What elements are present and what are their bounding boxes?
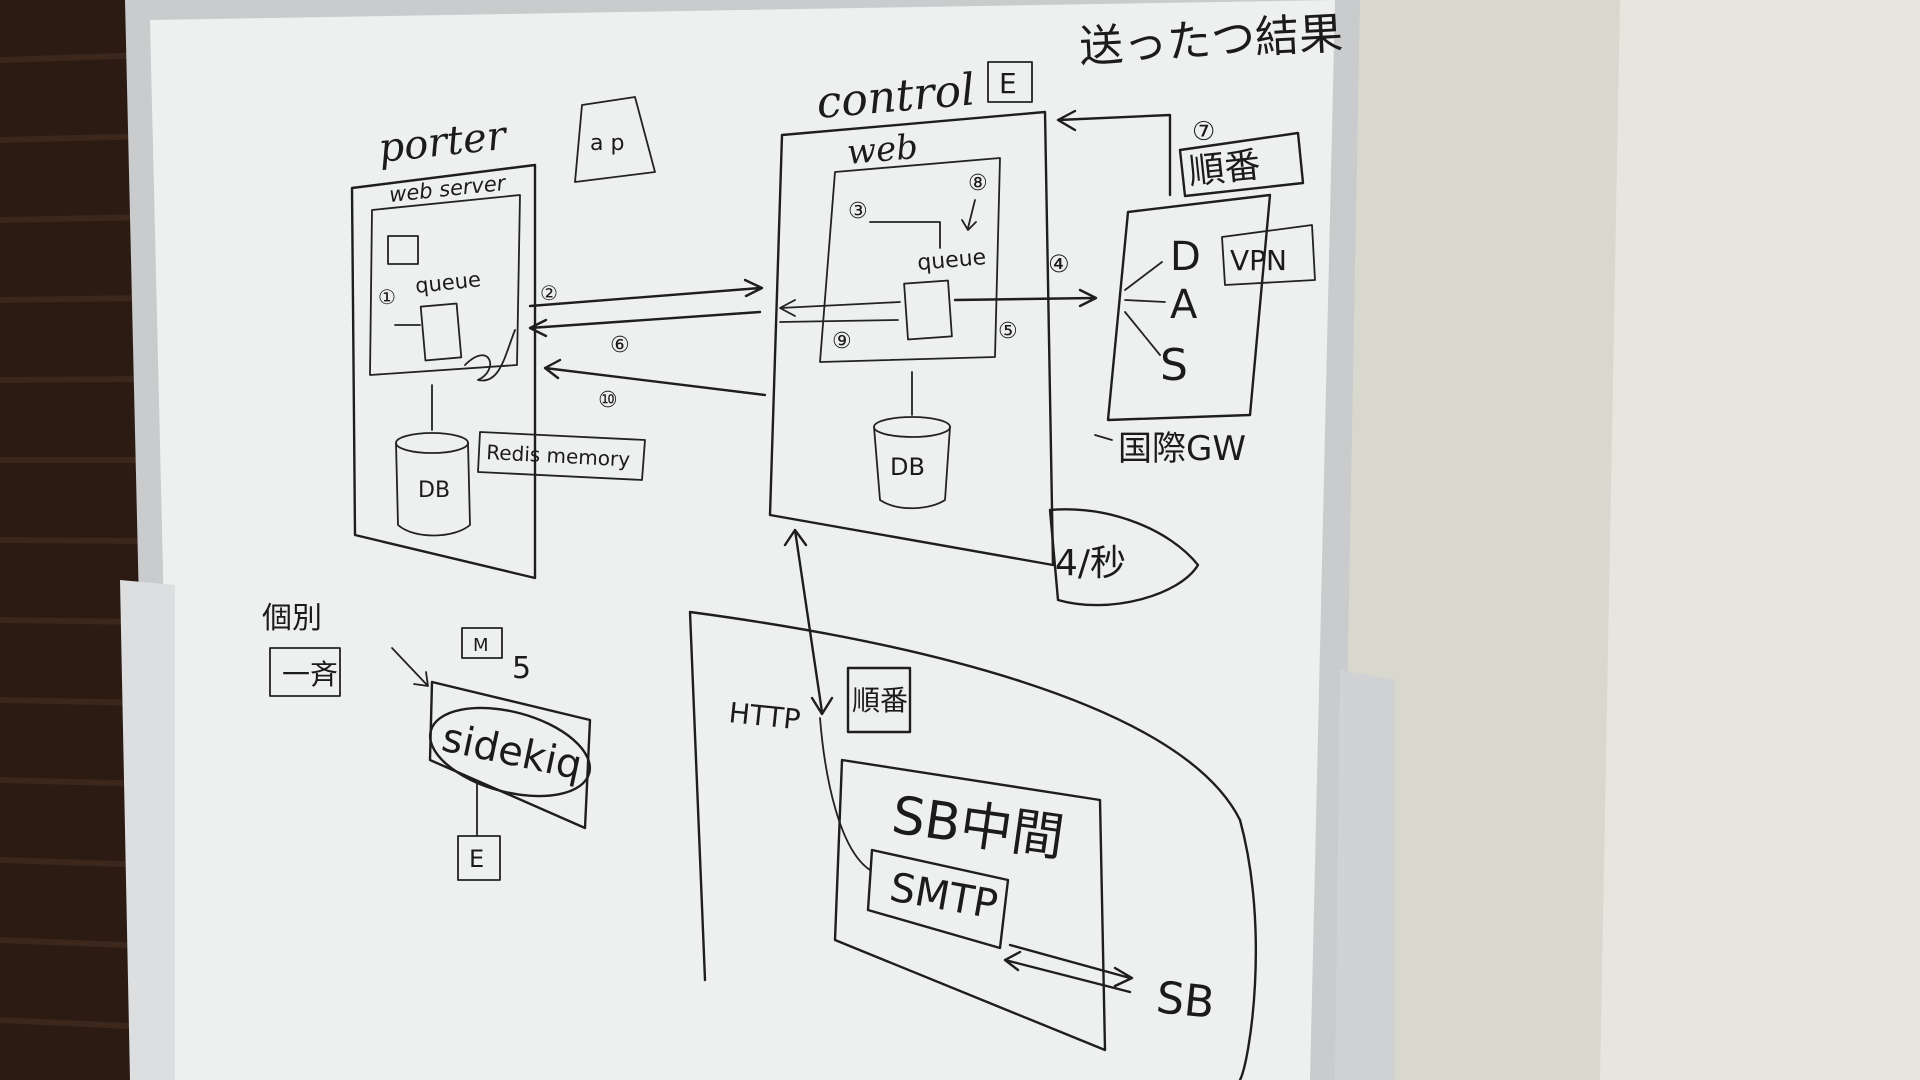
wall-lit — [1600, 0, 1920, 1080]
vpn-label: VPN — [1230, 244, 1287, 277]
order-box-right — [1178, 131, 1305, 198]
porter-db-body — [395, 442, 471, 537]
porter-small-icon — [387, 235, 419, 265]
porter-step-1: ① — [378, 285, 396, 309]
sidekiq-small-box — [461, 627, 503, 659]
per-second-label: 4/秒 — [1055, 543, 1126, 584]
per-second-shape — [1048, 508, 1200, 607]
bulk-box — [269, 647, 341, 697]
porter-db-label: DB — [418, 478, 450, 503]
control-e-box — [987, 61, 1033, 103]
control-web-box — [819, 157, 1001, 363]
gateway-pointer — [1094, 434, 1113, 441]
step-2-label: ② — [540, 281, 558, 305]
control-queue-doc — [903, 279, 953, 341]
gateway-arrows — [1124, 261, 1166, 356]
sidekiq-oval — [428, 706, 592, 798]
control-step-3: ③ — [848, 199, 868, 224]
vpn-box — [1221, 224, 1316, 286]
smtp-sb-arrows — [1003, 943, 1134, 994]
control-step-5: ⑤ — [998, 319, 1018, 344]
porter-box — [350, 163, 537, 580]
gateway-a: A — [1170, 282, 1198, 328]
porter-squiggle — [464, 329, 516, 382]
sidekiq-e-box — [457, 835, 501, 881]
board-surface — [150, 0, 1335, 1080]
order-label-bottom: 順番 — [852, 684, 908, 717]
sidekiq-five: 5 — [512, 651, 531, 686]
web-server-box — [369, 194, 521, 376]
arrow-step-10 — [543, 358, 767, 397]
control-arrow-8 — [961, 199, 977, 231]
control-arrow-3 — [869, 221, 941, 249]
control-box — [768, 110, 1055, 567]
gateway-d: D — [1170, 234, 1201, 280]
http-arrow — [783, 528, 834, 716]
sidekiq-small-box-label: M — [473, 635, 489, 656]
sb-middle-box — [833, 758, 1107, 1052]
gateway-step-7: ⑦ — [1192, 117, 1215, 147]
board-left-stand — [120, 580, 175, 1080]
gateway-box — [1106, 193, 1272, 422]
control-internal-arrows — [779, 299, 901, 323]
top-cylinder — [574, 96, 656, 183]
step-10-label: ⑩ — [598, 388, 618, 413]
control-step-8: ⑧ — [968, 171, 988, 196]
control-db-body — [873, 426, 951, 510]
control-step-4: ④ — [1048, 250, 1070, 278]
arrow-step-2 — [528, 278, 764, 308]
board-right-stand — [1335, 670, 1395, 1080]
control-db-label: DB — [890, 453, 925, 481]
control-step-9: ⑨ — [832, 329, 852, 354]
http-to-smtp — [819, 717, 871, 871]
gateway-s: S — [1160, 340, 1188, 391]
smtp-box — [866, 848, 1010, 950]
porter-queue-doc — [419, 302, 463, 362]
arrow-order-to-control — [1056, 109, 1172, 197]
arrow-to-gateway — [953, 288, 1098, 308]
bottom-region-outline — [688, 610, 1258, 1080]
http-label: HTTP — [727, 696, 802, 736]
sidekiq-e-label: E — [469, 845, 484, 873]
redis-box — [477, 431, 646, 481]
top-cylinder-letters: a p — [590, 131, 624, 156]
order-label-right: 順番 — [1187, 145, 1263, 193]
bulk-label: 一斉 — [282, 658, 338, 691]
arrow-step-6 — [528, 310, 762, 338]
gateway-label: 国際GW — [1118, 429, 1246, 469]
arrow-to-sidekiq — [391, 647, 429, 687]
control-e-label: E — [999, 67, 1017, 100]
control-queue-label: queue — [916, 245, 987, 276]
sb-label: SB — [1154, 972, 1217, 1029]
order-box-bottom — [846, 666, 912, 734]
step-6-label: ⑥ — [610, 333, 630, 358]
individual-label: 個別 — [262, 601, 322, 636]
